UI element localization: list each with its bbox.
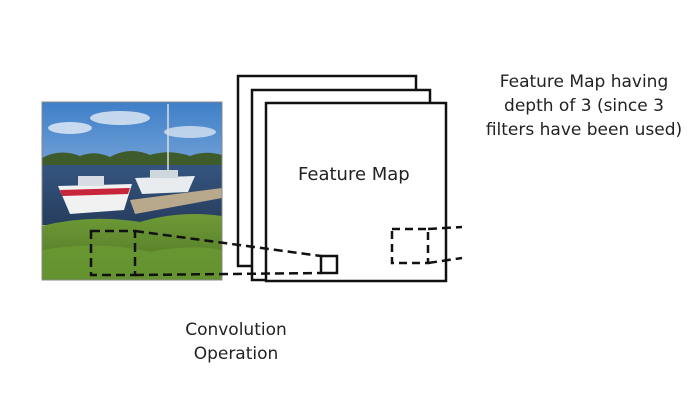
next-projection-line-top — [427, 225, 463, 231]
convolution-caption-line-1: Convolution — [185, 320, 287, 340]
output-cell — [319, 254, 339, 275]
feature-map-layer-1 — [264, 101, 448, 283]
convolution-caption: Convolution Operation — [160, 318, 312, 366]
receptive-field-box — [89, 229, 137, 277]
convolution-caption-line-2: Operation — [193, 344, 279, 364]
input-image — [42, 102, 222, 280]
depth-caption-line-3: filters have been used) — [485, 120, 683, 140]
depth-caption-line-1: Feature Map having — [499, 72, 669, 92]
feature-map-label: Feature Map — [298, 164, 410, 185]
depth-caption-line-2: depth of 3 (since 3 — [504, 96, 664, 116]
next-receptive-field-box — [390, 227, 430, 265]
projection-line-bottom — [134, 271, 322, 277]
projection-line-top — [134, 229, 322, 258]
next-projection-line-bottom — [427, 256, 463, 265]
input-image-border — [41, 101, 223, 281]
depth-caption: Feature Map having depth of 3 (since 3 f… — [478, 70, 690, 142]
